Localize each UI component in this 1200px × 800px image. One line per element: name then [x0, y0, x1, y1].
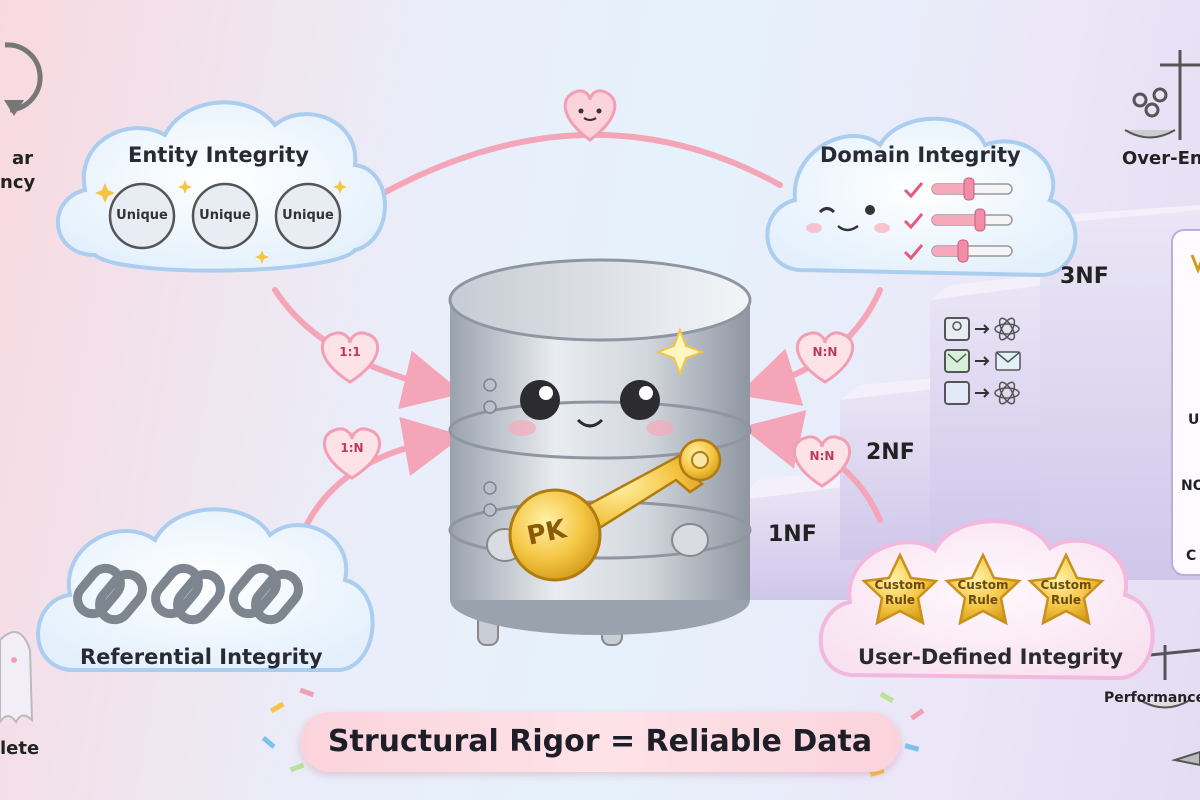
relation-heart-bottom-right [792, 435, 852, 488]
relation-heart-top-right [795, 331, 855, 384]
relation-label-1-n: 1:N [340, 441, 364, 455]
panel-fragment-1: U [1188, 412, 1200, 428]
normal-form-1nf: 1NF [768, 522, 817, 547]
unique-chip-label-1: Unique [116, 208, 168, 223]
entity-integrity-cloud [56, 100, 387, 273]
right-edge-panel [1171, 229, 1200, 576]
checklist-sliders-icon [903, 177, 1013, 263]
scales-icon-bottom [1139, 645, 1200, 767]
relation-heart-bottom-left [322, 427, 382, 480]
summary-banner: Structural Rigor = Reliable Data [300, 712, 900, 772]
user-defined-integrity-title: User-Defined Integrity [858, 645, 1124, 669]
domain-integrity-title: Domain Integrity [820, 143, 1021, 167]
unique-chip-1 [108, 182, 176, 250]
entity-integrity-title: Entity Integrity [128, 143, 309, 167]
unique-chip-3 [274, 182, 342, 250]
golden-key-icon [508, 438, 722, 582]
relation-label-1-1: 1:1 [339, 345, 361, 359]
unique-chip-label-3: Unique [282, 208, 334, 223]
scales-icon-top [1124, 50, 1200, 140]
chain-link-icons [73, 563, 303, 625]
domain-integrity-cloud [765, 116, 1078, 278]
normal-forms-staircase [740, 205, 1200, 600]
relation-label-n-n-top: N:N [812, 345, 838, 359]
user-defined-integrity-cloud [818, 519, 1155, 681]
relation-heart-top-left [320, 331, 380, 384]
winking-face-icon [806, 205, 890, 233]
ghost-icon [0, 631, 34, 724]
panel-fragment-2: NO [1181, 478, 1200, 494]
custom-rule-label-3: Custom Rule [1040, 578, 1092, 607]
unique-chip-2 [191, 182, 259, 250]
left-edge-cycle-icon [4, 42, 43, 116]
edge-fragment-left-bottom: lete [0, 738, 40, 759]
normal-form-2nf: 2NF [866, 440, 915, 465]
edge-fragment-left-top-1: ar [12, 148, 34, 169]
arc-top-arrow [377, 131, 783, 198]
confetti [261, 687, 925, 777]
star-badges [861, 552, 1105, 626]
relation-label-n-n-bottom: N:N [809, 449, 835, 463]
entity-transform-icons [944, 317, 1021, 405]
database-mascot [448, 258, 752, 646]
heart-icon [563, 89, 617, 142]
sparkle-icons [95, 180, 347, 264]
panel-fragment-3: C [1186, 548, 1197, 564]
custom-rule-label-2: Custom Rule [957, 578, 1009, 607]
normal-form-3nf: 3NF [1060, 264, 1109, 289]
unique-chip-label-2: Unique [199, 208, 251, 223]
banner-text: Structural Rigor = Reliable Data [327, 724, 873, 759]
referential-integrity-cloud [36, 507, 375, 672]
custom-rule-label-1: Custom Rule [874, 578, 926, 607]
referential-integrity-title: Referential Integrity [80, 645, 323, 669]
edge-fragment-right-top: Over-Ent [1122, 148, 1200, 169]
edge-fragment-left-top-2: ncy [0, 172, 36, 193]
edge-fragment-right-bottom: Performance [1104, 690, 1200, 706]
